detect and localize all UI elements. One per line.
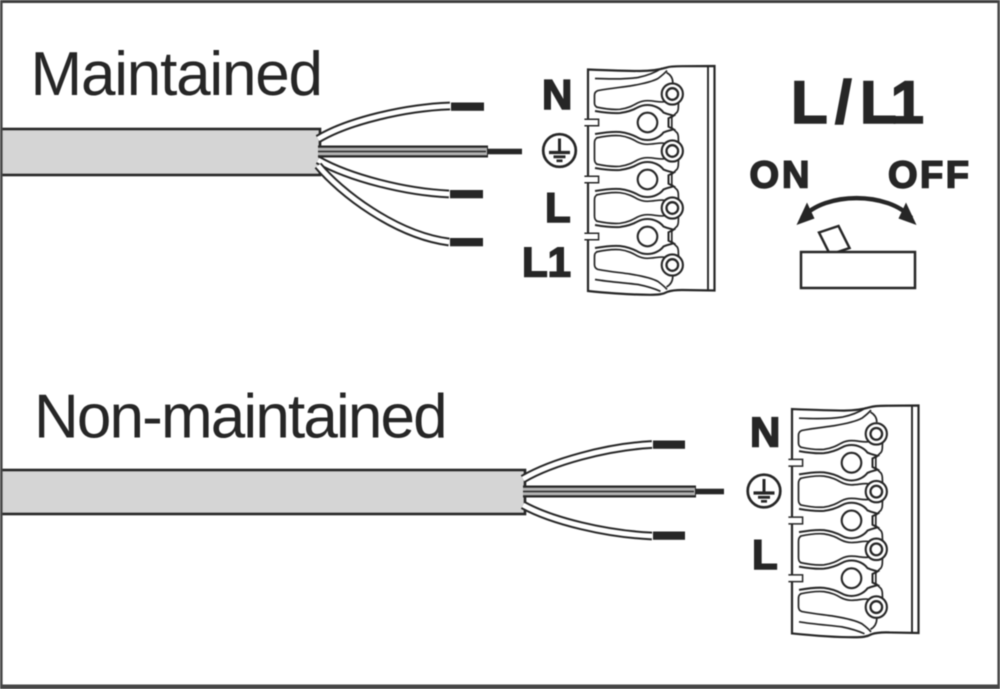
- svg-text:OFF: OFF: [888, 155, 971, 197]
- svg-text:Non-maintained: Non-maintained: [34, 383, 446, 452]
- svg-text:/: /: [835, 69, 852, 136]
- svg-text:L: L: [545, 184, 571, 231]
- svg-text:L: L: [752, 531, 778, 578]
- svg-text:Maintained: Maintained: [31, 40, 322, 109]
- svg-text:L1: L1: [860, 69, 923, 136]
- svg-text:N: N: [750, 409, 780, 456]
- svg-text:L1: L1: [522, 239, 571, 286]
- svg-text:L: L: [791, 69, 828, 136]
- svg-text:ON: ON: [750, 155, 813, 197]
- svg-text:N: N: [542, 71, 572, 118]
